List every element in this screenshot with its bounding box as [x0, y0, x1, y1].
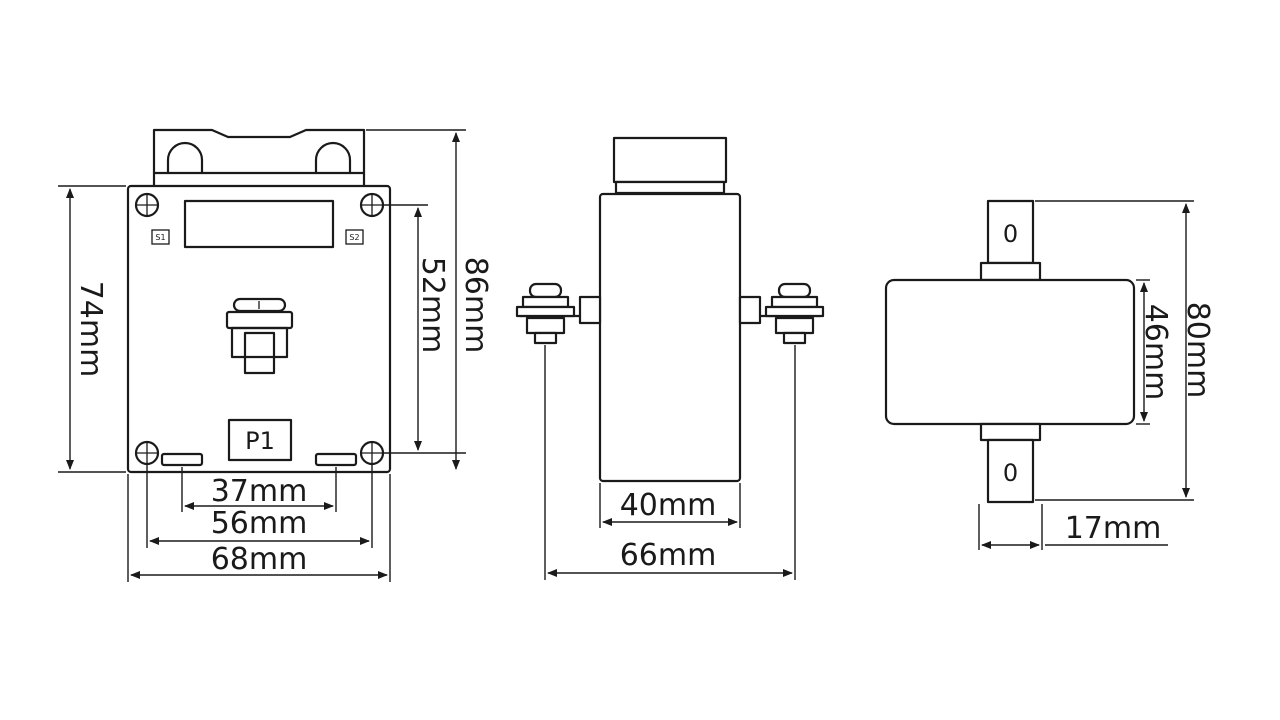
bracket-hole-right — [314, 141, 352, 175]
lug-mark-bottom: 0 — [1003, 459, 1018, 487]
bracket-hole-left — [166, 141, 204, 175]
dim-lug-width: 17mm — [1065, 511, 1162, 546]
terminal-label-s1: S1 — [155, 233, 165, 242]
dim-slot-spacing: 37mm — [211, 474, 308, 509]
dim-terminal-span: 66mm — [620, 538, 717, 573]
terminal-label-s2: S2 — [349, 233, 359, 242]
center-terminal — [225, 297, 294, 375]
bottom-view: 0 0 80mm 46mm 17mm — [884, 199, 1215, 550]
side-body — [598, 192, 742, 483]
dim-hole-horizontal: 56mm — [211, 506, 308, 541]
lug-mark-top: 0 — [1003, 220, 1018, 248]
dim-body-depth: 40mm — [620, 488, 717, 523]
dim-body-height: 74mm — [73, 281, 108, 378]
polarity-box — [227, 418, 293, 462]
corner-screw-tl — [134, 192, 160, 218]
front-view: S1 S2 P1 — [58, 128, 493, 582]
corner-screw-tr — [359, 192, 385, 218]
side-terminal-left — [515, 282, 602, 345]
top-bracket — [152, 128, 366, 187]
bottom-body — [884, 278, 1136, 426]
lug-bottom — [986, 438, 1035, 504]
corner-screw-bl — [134, 440, 160, 466]
side-terminal-right — [738, 282, 825, 345]
polarity-mark: P1 — [245, 427, 275, 455]
lug-top — [986, 199, 1035, 265]
bottom-slot-left — [160, 452, 204, 467]
dim-total-height: 86mm — [458, 257, 493, 354]
label-window — [183, 199, 335, 249]
side-top-block — [612, 136, 728, 184]
bottom-slot-right — [314, 452, 358, 467]
side-view: 40mm 66mm — [515, 136, 825, 580]
dim-body-width: 68mm — [211, 542, 308, 577]
dim-hole-vertical: 52mm — [415, 257, 450, 354]
dim-total-length: 80mm — [1180, 302, 1215, 399]
corner-screw-br — [359, 440, 385, 466]
dim-body-length: 46mm — [1138, 304, 1173, 401]
